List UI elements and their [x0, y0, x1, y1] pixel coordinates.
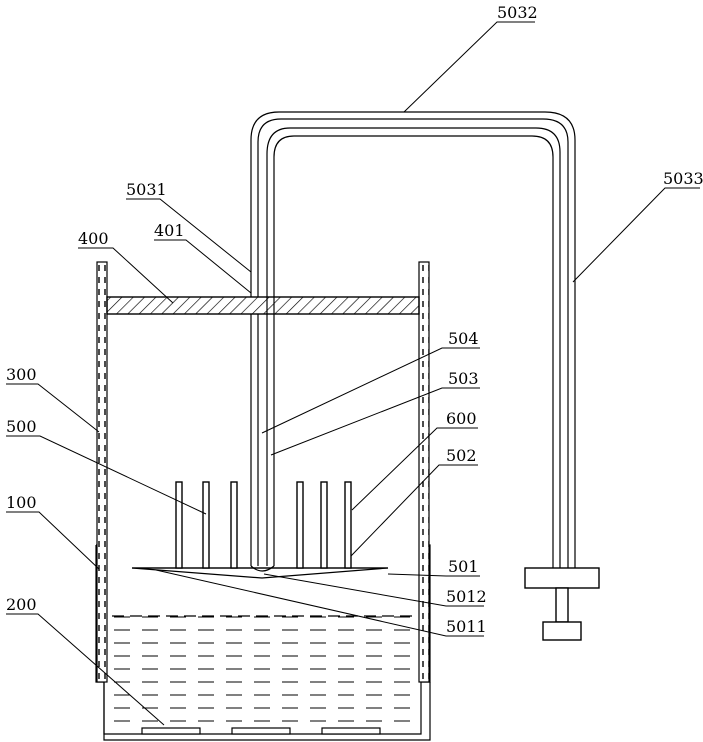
fins-right: [297, 482, 351, 568]
outer-container: [96, 545, 430, 740]
lid-plate: [107, 297, 419, 314]
label-5033: 5033: [663, 169, 703, 188]
label-5011: 5011: [446, 617, 487, 636]
outlet-cap: [543, 622, 581, 640]
bottom-plate-3: [322, 728, 380, 734]
outlet-stem: [556, 588, 568, 622]
label-400: 400: [78, 229, 109, 248]
label-300: 300: [6, 365, 37, 384]
label-503: 503: [448, 369, 479, 388]
label-502: 502: [446, 446, 477, 465]
outlet-flange: [525, 568, 599, 588]
label-600: 600: [446, 409, 477, 428]
labels: 5032 5031 5033 400 401 504 503 300 600 5…: [6, 3, 703, 636]
condenser-assembly: [132, 482, 388, 578]
label-200: 200: [6, 595, 37, 614]
label-5012: 5012: [446, 587, 487, 606]
label-100: 100: [6, 493, 37, 512]
fins-left: [176, 482, 237, 568]
label-5032: 5032: [497, 3, 538, 22]
label-500: 500: [6, 417, 37, 436]
label-5031: 5031: [126, 180, 167, 199]
label-501: 501: [448, 557, 479, 576]
label-401: 401: [154, 221, 185, 240]
bottom-plate-2: [232, 728, 290, 734]
label-504: 504: [448, 329, 479, 348]
bottom-plate-1: [142, 728, 200, 734]
